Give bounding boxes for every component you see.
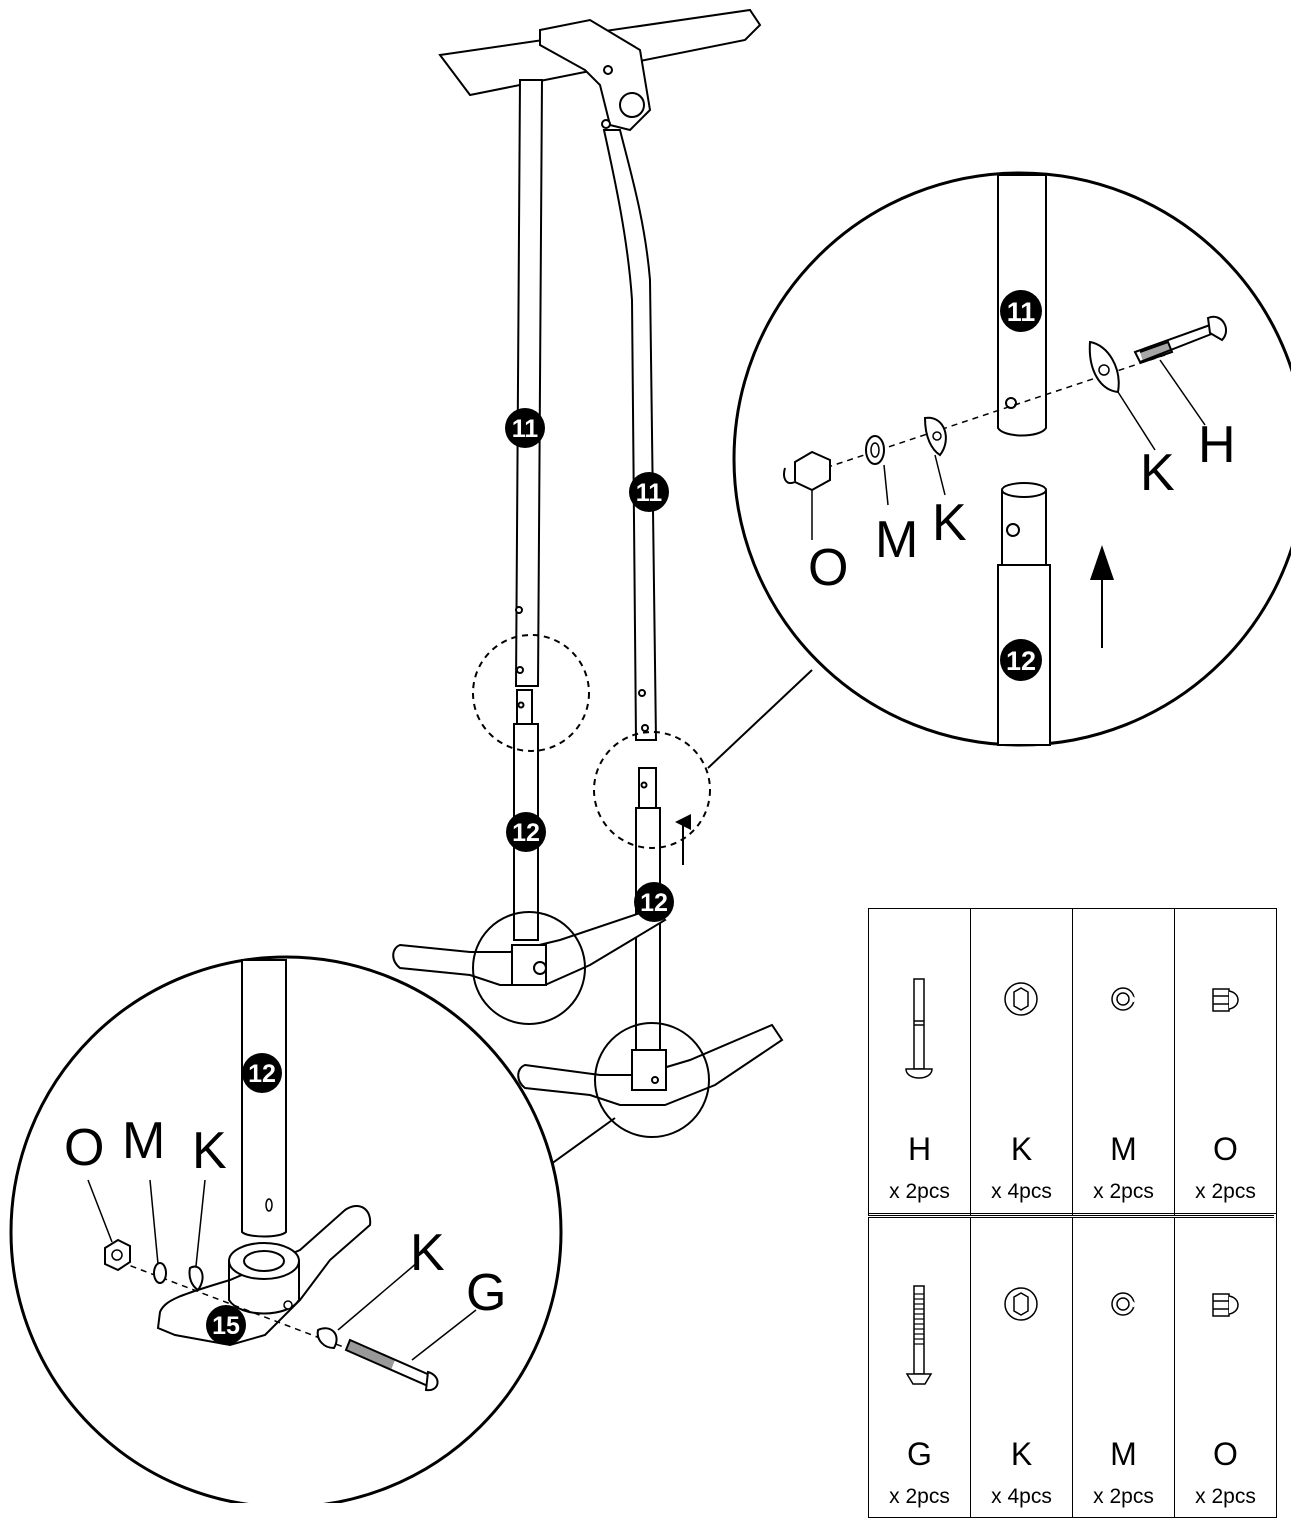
cap-nut-icon	[1212, 988, 1239, 1012]
table-row-divider	[868, 1215, 1274, 1218]
detail-circle-right	[593, 731, 711, 849]
callout-top-detail: 11 12 O M K K H	[732, 171, 1291, 747]
svg-text:K: K	[192, 1122, 227, 1180]
svg-text:M: M	[122, 1112, 165, 1170]
hardware-letter: O	[1213, 1435, 1238, 1472]
right-foot	[517, 1022, 784, 1138]
hardware-letter: G	[907, 1435, 932, 1472]
svg-text:15: 15	[212, 1312, 240, 1340]
hardware-qty: x 2pcs	[1195, 1180, 1256, 1203]
hardware-cell: O x 2pcs	[1174, 1212, 1277, 1518]
left-upright-tube	[513, 79, 544, 941]
hardware-letter: M	[1110, 1435, 1137, 1472]
cap-nut-icon	[783, 450, 831, 492]
hardware-letter: K	[1010, 1131, 1033, 1167]
svg-text:M: M	[875, 511, 918, 569]
svg-text:K: K	[410, 1224, 445, 1282]
hardware-cell: O x 2pcs	[1174, 908, 1277, 1214]
curved-washer-icon	[1004, 1286, 1038, 1321]
carriage-bolt-icon	[1133, 315, 1227, 364]
hardware-cell: H x 2pcs	[868, 908, 971, 1214]
curved-washer-icon	[1004, 982, 1038, 1016]
carriage-bolt-icon	[905, 1284, 933, 1385]
hardware-cell: K x 4pcs	[970, 908, 1073, 1214]
part-badge-12-left: 12	[506, 812, 546, 852]
hardware-cell: M x 2pcs	[1072, 908, 1175, 1214]
top-crossbar	[438, 8, 762, 132]
hardware-qty: x 4pcs	[991, 1180, 1052, 1203]
spring-washer-icon	[1111, 987, 1137, 1011]
detail-circle-left	[472, 634, 590, 752]
hardware-cell: K x 4pcs	[970, 1212, 1073, 1518]
hardware-letter: M	[1110, 1131, 1137, 1167]
svg-text:11: 11	[636, 479, 663, 507]
hardware-qty: x 2pcs	[1195, 1484, 1256, 1508]
svg-text:O: O	[64, 1119, 104, 1177]
svg-text:12: 12	[1006, 646, 1036, 676]
part-badge-11-right: 11	[629, 472, 669, 512]
cap-nut-icon	[1212, 1292, 1239, 1317]
svg-text:G: G	[466, 1264, 506, 1322]
svg-text:K: K	[932, 494, 967, 552]
svg-text:11: 11	[512, 415, 539, 443]
hardware-cell: M x 2pcs	[1072, 1212, 1175, 1518]
hardware-qty: x 2pcs	[889, 1484, 950, 1508]
hardware-qty: x 2pcs	[1093, 1484, 1154, 1508]
part-badge-12-right: 12	[634, 882, 674, 922]
part-badge-11-left: 11	[505, 408, 545, 448]
hardware-qty: x 4pcs	[991, 1484, 1052, 1508]
hardware-cell: G x 2pcs	[868, 1212, 971, 1518]
svg-text:O: O	[808, 539, 848, 597]
svg-text:11: 11	[1007, 297, 1036, 327]
hardware-table: H x 2pcs K x 4pcs M x 2pcs	[868, 908, 1277, 1518]
leader-line-top	[707, 669, 813, 769]
svg-text:12: 12	[512, 819, 540, 847]
carriage-bolt-icon	[905, 978, 933, 1079]
hardware-letter: K	[1010, 1435, 1033, 1472]
svg-text:12: 12	[640, 889, 668, 917]
hardware-qty: x 2pcs	[1093, 1180, 1154, 1203]
hardware-letter: H	[907, 1131, 932, 1167]
spring-washer-icon	[1111, 1291, 1137, 1316]
hardware-letter: O	[1213, 1131, 1238, 1167]
hardware-row: G x 2pcs K x 4pcs M x 2pcs	[868, 1212, 1277, 1518]
hardware-row: H x 2pcs K x 4pcs M x 2pcs	[868, 908, 1277, 1214]
svg-text:12: 12	[248, 1060, 276, 1088]
svg-text:H: H	[1198, 416, 1236, 474]
callout-bottom-detail: 12 15 O M K K G	[9, 955, 563, 1503]
hardware-qty: x 2pcs	[889, 1180, 950, 1203]
left-foot	[392, 906, 667, 1025]
svg-text:K: K	[1140, 444, 1175, 502]
